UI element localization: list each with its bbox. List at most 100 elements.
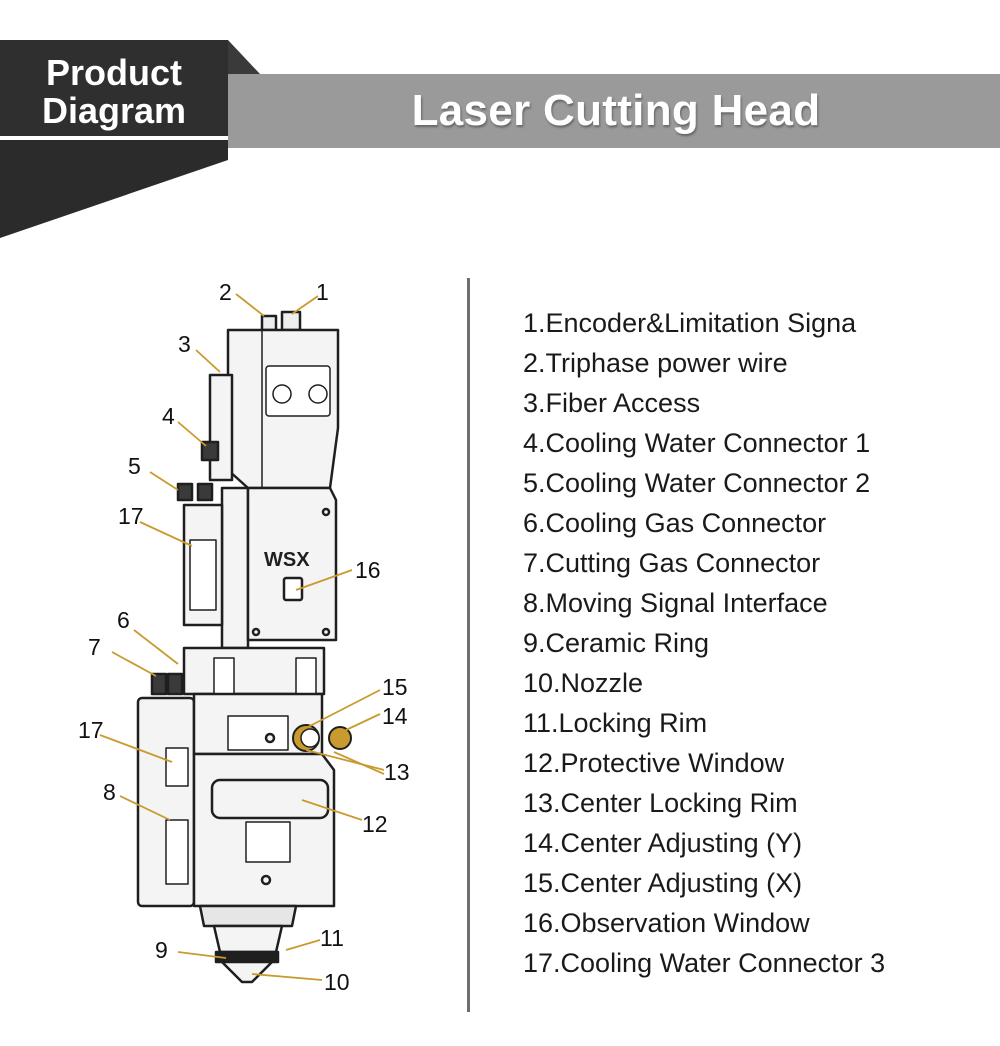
callout-7: 7 — [88, 634, 101, 660]
parts-legend: 1.Encoder&Limitation Signa 2.Triphase po… — [523, 303, 885, 983]
callout-5: 5 — [128, 453, 141, 479]
screw — [251, 627, 261, 637]
drawer-handle — [245, 821, 291, 863]
badge-shadow-triangle — [0, 140, 228, 238]
badge-title-line-2: Diagram — [41, 90, 187, 131]
callout-2: 2 — [219, 279, 232, 305]
leader-line-12 — [301, 799, 363, 821]
cooling-water-connector-1 — [200, 440, 220, 462]
cooling-water-connector-2b — [196, 482, 214, 502]
callout-9: 9 — [155, 937, 168, 963]
badge-title-line-1: Product — [45, 52, 182, 93]
center-adjusting-y-knob — [328, 726, 352, 750]
title-bar — [228, 74, 1000, 148]
callout-15: 15 — [382, 674, 408, 700]
badge-fold — [228, 40, 260, 74]
center-adjust-plate — [227, 715, 289, 751]
coupling-slot — [295, 657, 317, 695]
moving-signal-interface — [165, 819, 189, 885]
legend-item: 12.Protective Window — [523, 748, 785, 778]
badge-box — [0, 40, 228, 140]
screw — [321, 507, 331, 517]
legend-item: 4.Cooling Water Connector 1 — [523, 428, 871, 458]
connector-encoder — [280, 310, 302, 332]
legend-item: 16.Observation Window — [523, 908, 810, 938]
front-body — [246, 486, 338, 642]
connector-triphase — [260, 314, 278, 332]
leader-line-5 — [149, 471, 179, 491]
nozzle-body — [212, 924, 284, 954]
leader-line-7 — [111, 651, 157, 677]
cooling-water-connector-3-upper — [189, 539, 217, 611]
callout-12: 12 — [362, 811, 388, 837]
legend-item: 3.Fiber Access — [523, 388, 701, 418]
leader-line-13a — [305, 749, 385, 771]
gas-connector — [150, 672, 168, 696]
callout-4: 4 — [162, 403, 175, 429]
badge-underline — [0, 136, 228, 140]
leader-line-17b — [99, 734, 173, 763]
protective-window-drawer — [210, 778, 330, 820]
legend-item: 13.Center Locking Rim — [523, 788, 798, 818]
callout-14: 14 — [382, 703, 408, 729]
locking-rim — [198, 904, 298, 928]
cooling-water-connector-3-lower — [165, 747, 189, 787]
legend-item: 15.Center Adjusting (X) — [523, 868, 803, 898]
leader-line-14 — [345, 713, 381, 731]
observation-window — [282, 576, 304, 602]
legend-item: 8.Moving Signal Interface — [523, 588, 828, 618]
leader-line-10 — [251, 973, 323, 981]
legend-item: 6.Cooling Gas Connector — [523, 508, 827, 538]
callout-3: 3 — [178, 331, 191, 357]
header-banner — [0, 40, 1000, 238]
page-title: Laser Cutting Head — [411, 86, 821, 135]
callout-8: 8 — [103, 779, 116, 805]
callout-1: 1 — [316, 279, 329, 305]
leader-line-4 — [177, 421, 207, 447]
screw — [264, 732, 276, 744]
legend-item: 1.Encoder&Limitation Signa — [523, 308, 857, 338]
legend-item: 17.Cooling Water Connector 3 — [523, 948, 886, 978]
legend-item: 11.Locking Rim — [523, 708, 708, 738]
center-adjusting-x-knob-cap — [300, 728, 320, 748]
cooling-water-connector-2a — [176, 482, 194, 502]
cutting-head-diagram: WSX 1 2 3 4 5 6 7 8 9 10 11 12 13 14 15 … — [78, 279, 410, 995]
label-icon-right — [308, 384, 328, 404]
leader-line-3 — [195, 349, 221, 373]
callout-10: 10 — [324, 969, 350, 995]
leader-line-11 — [285, 939, 321, 951]
label-plate — [265, 365, 331, 417]
brand-logo: WSX — [264, 549, 310, 571]
leader-line-1 — [291, 295, 319, 315]
callout-17-upper: 17 — [118, 503, 144, 529]
leader-line-2 — [235, 293, 265, 317]
leader-line-8 — [119, 795, 171, 821]
label-icon-left — [272, 384, 292, 404]
nozzle-tip — [220, 960, 274, 984]
central-column — [220, 486, 250, 650]
ceramic-ring — [214, 950, 280, 964]
leader-line-13b — [333, 751, 385, 775]
callout-6: 6 — [117, 607, 130, 633]
leader-line-9 — [177, 951, 227, 959]
screw — [321, 627, 331, 637]
legend-item: 9.Ceramic Ring — [523, 628, 710, 658]
fiber-access — [208, 373, 234, 482]
vertical-divider — [467, 278, 470, 1012]
coupling-slot — [213, 657, 235, 695]
legend-item: 7.Cutting Gas Connector — [523, 548, 821, 578]
callout-13: 13 — [384, 759, 410, 785]
legend-item: 10.Nozzle — [523, 668, 644, 698]
leader-line-15 — [305, 689, 381, 729]
legend-item: 5.Cooling Water Connector 2 — [523, 468, 871, 498]
callout-17-lower: 17 — [78, 717, 104, 743]
leader-line-17a — [139, 521, 193, 547]
leader-line-6 — [133, 629, 179, 665]
gas-connector — [166, 672, 184, 696]
callout-11: 11 — [320, 925, 344, 951]
legend-item: 14.Center Adjusting (Y) — [523, 828, 803, 858]
leader-line-16 — [295, 569, 353, 591]
screw — [260, 874, 272, 886]
legend-item: 2.Triphase power wire — [523, 348, 788, 378]
callout-16: 16 — [355, 557, 381, 583]
